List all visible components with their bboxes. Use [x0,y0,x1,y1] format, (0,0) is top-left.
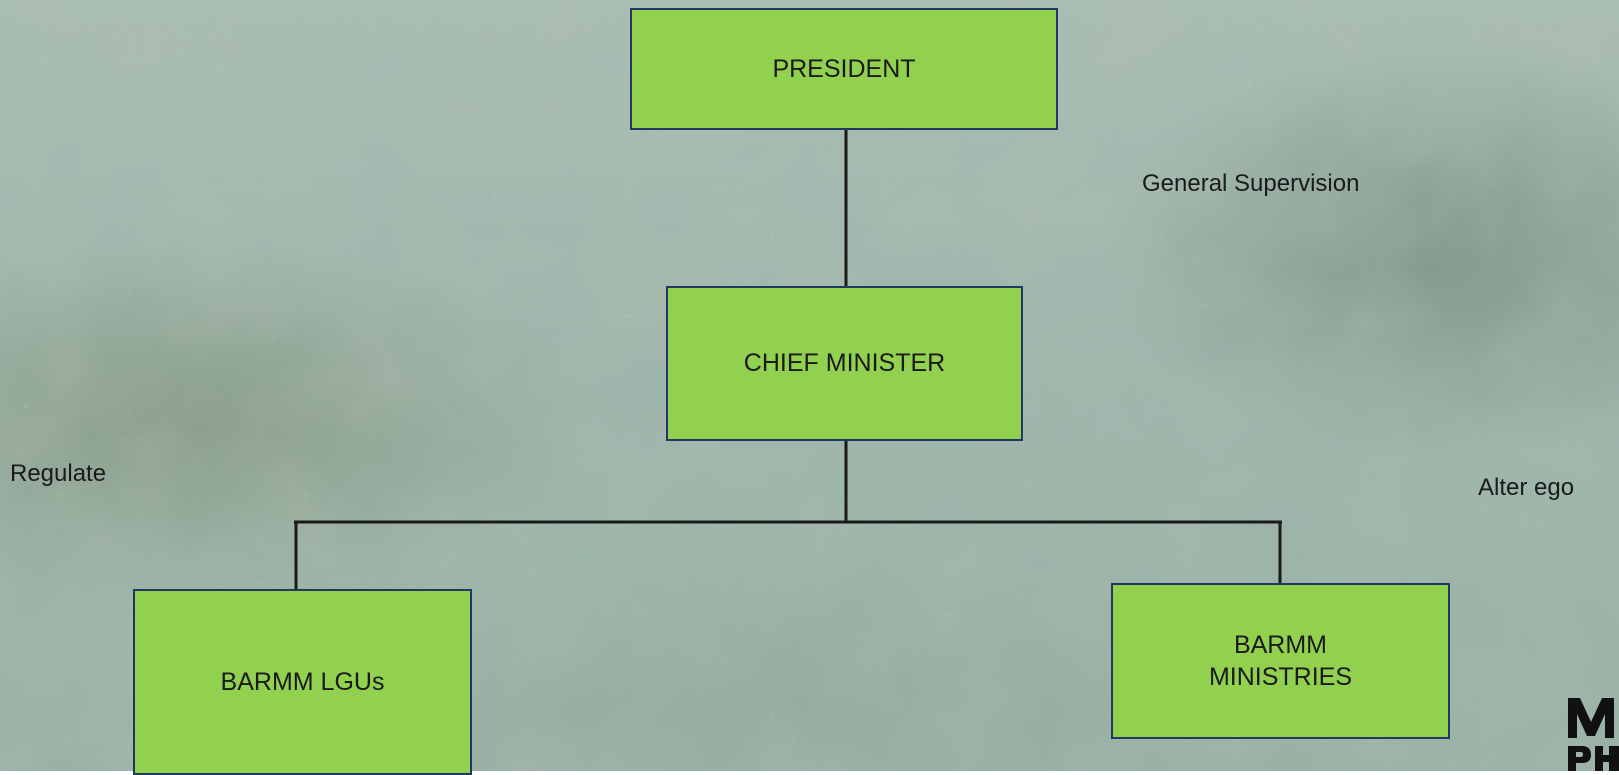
general-supervision-label: General Supervision [1142,170,1360,197]
barmm-lgus-node: BARMM LGUs [133,589,472,775]
regulate-label: Regulate [10,460,107,487]
chief-minister-node: CHIEF MINISTER [666,286,1023,441]
logo-mark [1564,696,1619,771]
barmm-ministries-node: BARMM MINISTRIES [1111,583,1450,739]
president-node: PRESIDENT [630,8,1058,130]
alter-ego-label: Alter ego [1478,474,1575,501]
logo-glyph [1568,698,1619,771]
